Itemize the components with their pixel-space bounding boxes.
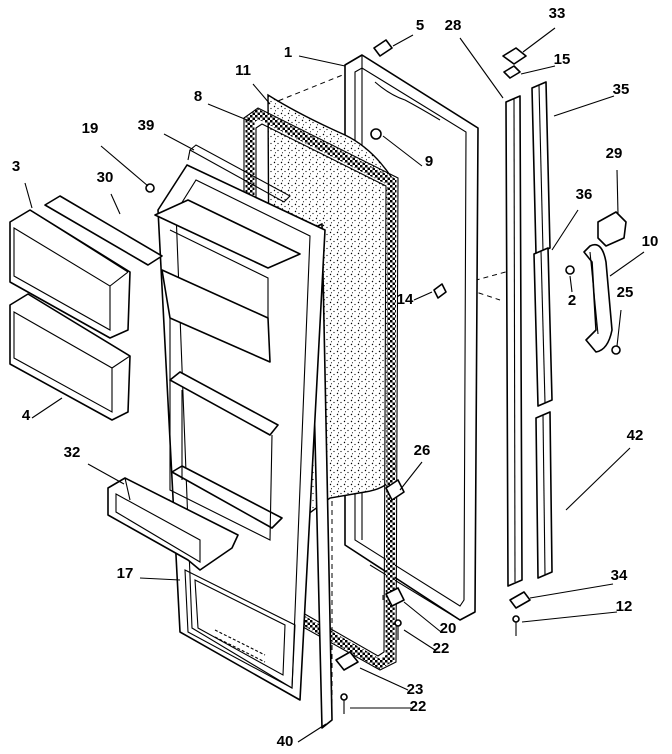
callout-42: 42 [627,427,644,444]
callout-26: 26 [414,442,431,459]
callout-19: 19 [82,120,99,137]
callout-17: 17 [117,565,134,582]
lower-trim [535,411,553,579]
clip-5 [373,39,393,57]
lower-shelf-bin [9,293,131,421]
hinge-20 [385,587,405,607]
wire-shelf-frame [187,144,291,203]
callout-9: 9 [425,153,433,170]
callout-20: 20 [440,620,457,637]
callout-23: 23 [407,681,424,698]
callout-14: 14 [397,291,414,308]
callout-labels: 5 28 33 15 1 35 11 8 39 19 9 29 3 30 36 10 2 25 14 4 42 26 32 1… [12,5,659,750]
screw-2 [565,265,575,275]
handle-end-cap [597,211,627,247]
callout-35: 35 [613,81,630,98]
callout-10: 10 [642,233,659,250]
callout-22: 22 [433,640,450,657]
leader-lines [24,27,645,743]
callout-2: 2 [568,292,576,309]
callout-34: 34 [611,567,628,584]
callout-25: 25 [617,284,634,301]
callout-28: 28 [445,17,462,34]
callout-8: 8 [194,88,202,105]
screw-9 [370,128,382,140]
bushing-34 [509,591,531,609]
hardware-parts [145,39,621,714]
door-rail [107,477,239,571]
inner-door-liner [154,164,326,701]
clip-14 [433,283,447,299]
door-handle [583,243,613,353]
callout-22: 22 [410,698,427,715]
bracket-23 [335,651,359,671]
callout-12: 12 [616,598,633,615]
upper-trim [531,81,551,255]
screw-25 [611,345,621,355]
callout-40: 40 [277,733,294,750]
callout-33: 33 [549,5,566,22]
callout-32: 32 [64,444,81,461]
callout-4: 4 [22,407,31,424]
callout-15: 15 [554,51,571,68]
callout-30: 30 [97,169,114,186]
bracket-26 [385,479,405,501]
shelf-retainer-strip [44,195,163,266]
callout-29: 29 [606,145,623,162]
callout-36: 36 [576,186,593,203]
hinge-channel [505,95,523,587]
callout-1: 1 [284,44,292,61]
callout-39: 39 [138,117,155,134]
callout-3: 3 [12,158,20,175]
upper-shelf-bin [9,209,131,339]
hinge-cap-33 [502,47,527,65]
handle-mount-trim [533,247,553,407]
callout-5: 5 [416,17,424,34]
callout-11: 11 [235,62,251,79]
bushing-15 [503,65,521,79]
